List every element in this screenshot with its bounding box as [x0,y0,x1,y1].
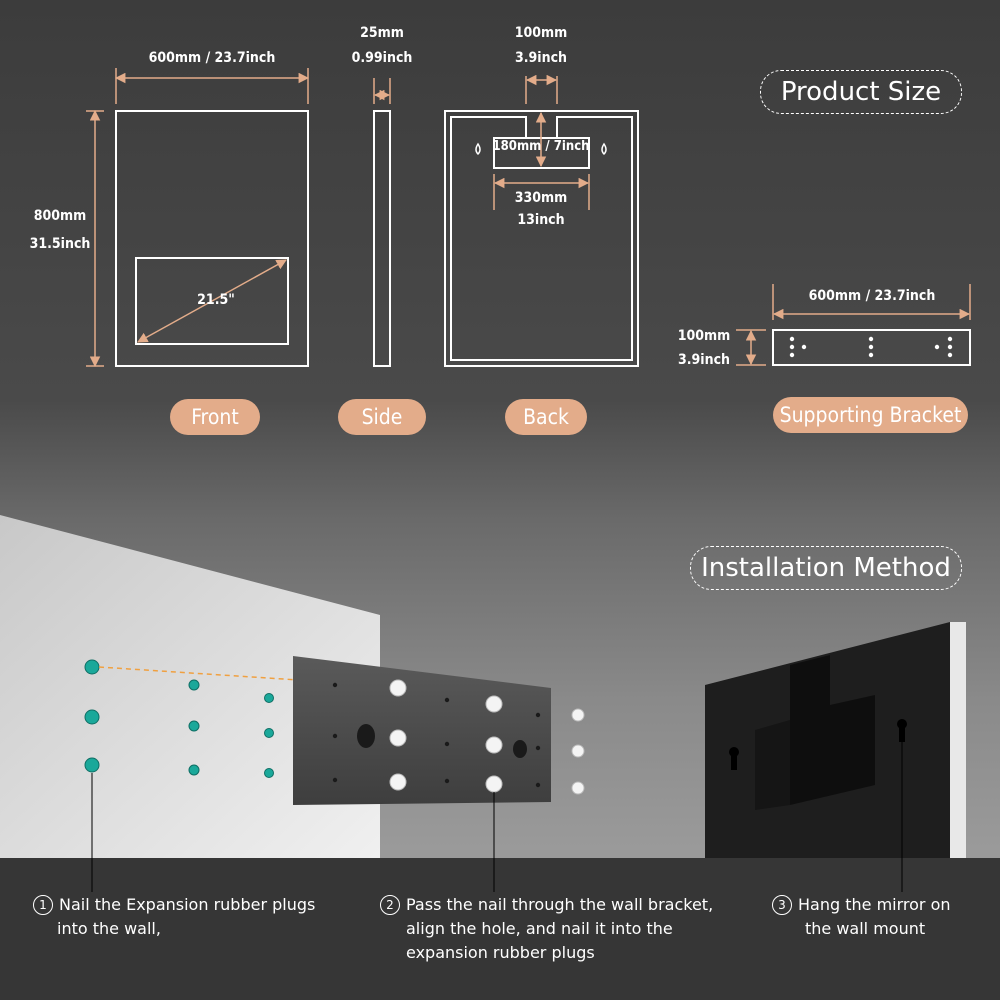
installation-heading: Installation Method [690,546,962,590]
side-depth-mm-label: 25mm [360,25,404,41]
back-notch-mm-label: 100mm [514,25,568,41]
step-number: 1 [33,895,53,915]
step-number: 2 [380,895,400,915]
rubber-plug-icon [84,659,274,778]
front-screen-label: 21.5" [197,292,235,308]
product-size-heading: Product Size [760,70,962,114]
front-screen-outline [135,257,289,345]
back-view [444,74,639,367]
side-label: Side [338,399,426,435]
back-inner-label: 180mm / 7inch [492,139,590,154]
back-label: Back [505,399,587,435]
back-span-mm-label: 330mm [514,190,568,206]
front-height-in-label: 31.5inch [29,236,91,252]
side-depth-in-label: 0.99inch [351,50,413,66]
bracket-width-label: 600mm / 23.7inch [808,288,936,304]
front-label: Front [170,399,260,435]
bracket-height-in-label: 3.9inch [677,352,731,368]
bracket-holes [789,336,953,358]
installation-illustration [0,515,966,858]
keyhole-mount-icon [729,719,907,770]
bracket-label: Supporting Bracket [773,397,968,433]
bracket-view [736,284,971,366]
front-width-label: 600mm / 23.7inch [148,50,276,66]
front-view [86,68,310,368]
dimension-drawings [86,68,971,368]
step-number: 3 [772,895,792,915]
instructions-panel [0,858,1000,1000]
back-notch-in-label: 3.9inch [514,50,568,66]
wall-bracket [293,656,551,805]
front-height-mm-label: 800mm [33,208,87,224]
keyhole-icon [475,142,607,156]
side-view [373,78,391,367]
bracket-height-mm-label: 100mm [677,328,731,344]
nail-icon [389,679,585,795]
front-mirror-outline [115,110,309,367]
back-span-in-label: 13inch [517,212,565,228]
